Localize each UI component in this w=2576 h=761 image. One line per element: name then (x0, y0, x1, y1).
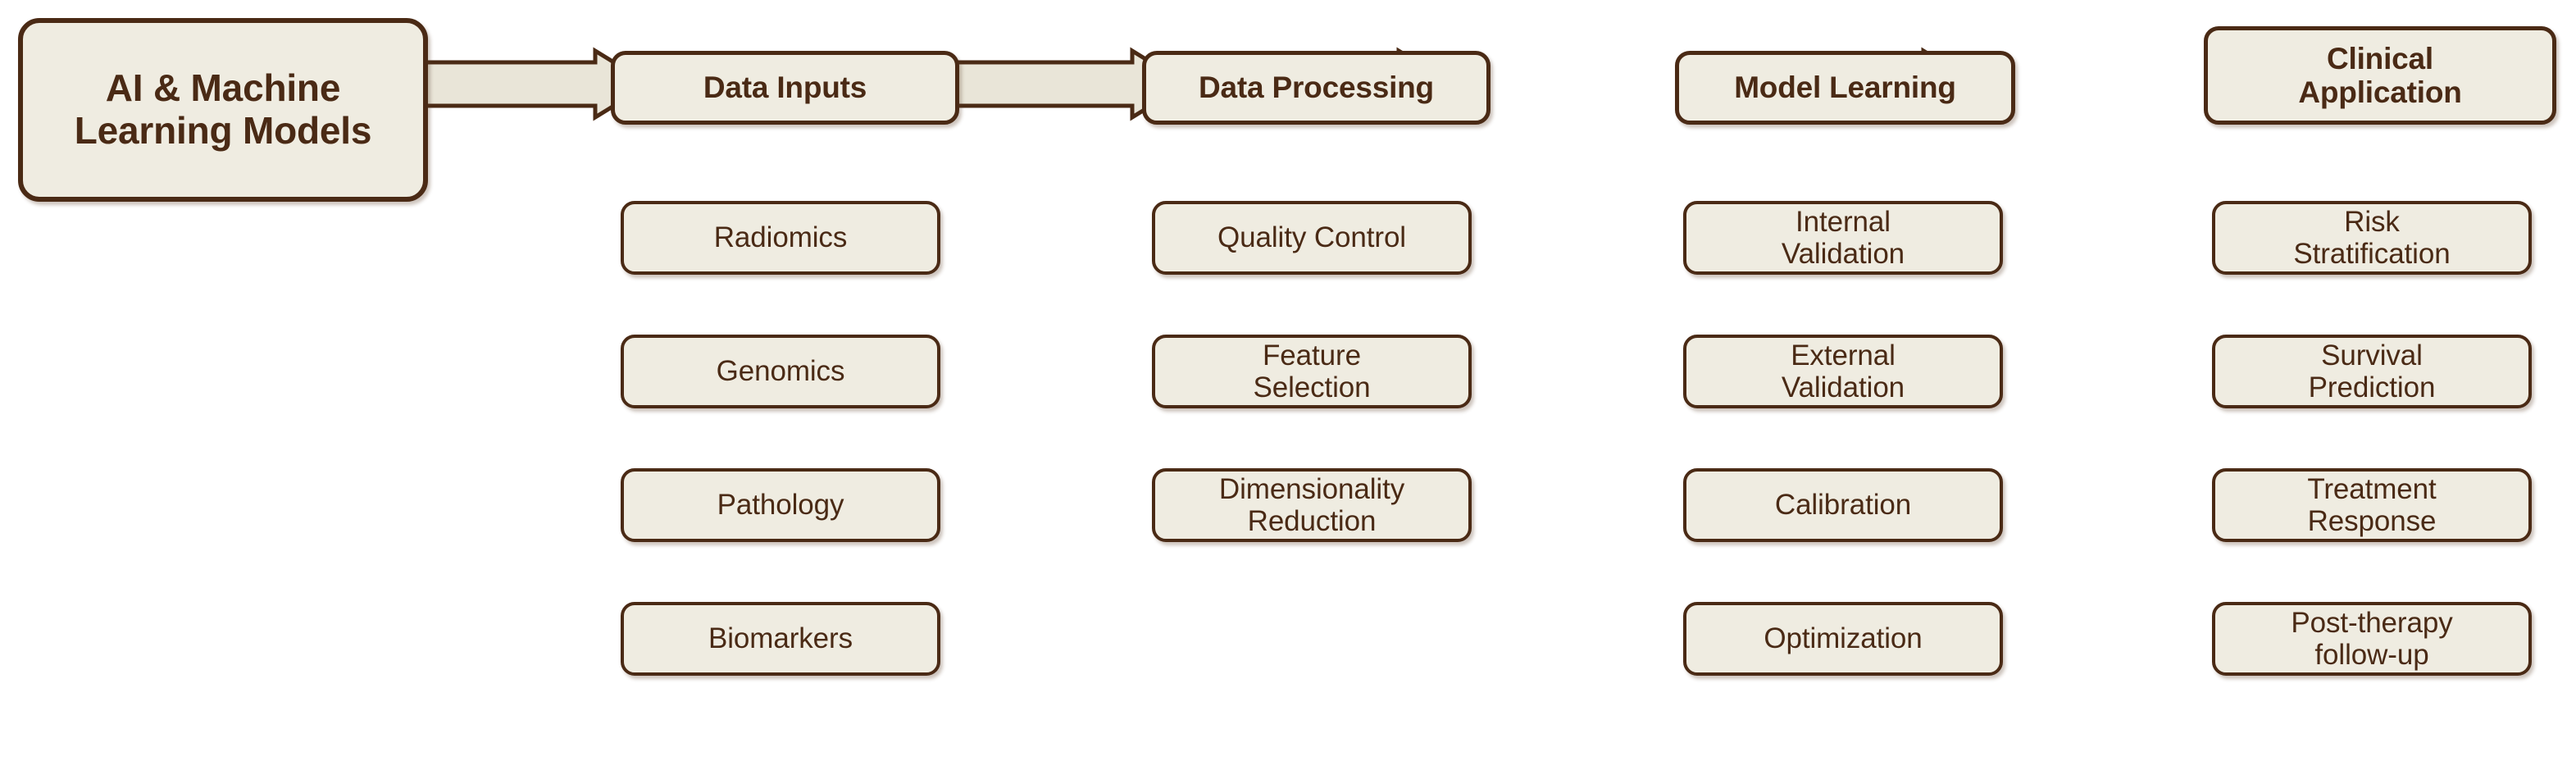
item-post-therapy-follow-up[interactable]: Post-therapy follow-up (2212, 602, 2532, 676)
item-label: Radiomics (713, 221, 848, 254)
stage-label: Data Processing (1199, 71, 1434, 105)
stage-label: Model Learning (1734, 71, 1956, 105)
stage-header-model-learning[interactable]: Model Learning (1675, 51, 2015, 125)
item-pathology[interactable]: Pathology (621, 468, 940, 542)
item-dimensionality-reduction[interactable]: Dimensionality Reduction (1152, 468, 1472, 542)
item-external-validation[interactable]: External Validation (1683, 335, 2003, 408)
item-label: Quality Control (1217, 221, 1406, 254)
item-biomarkers[interactable]: Biomarkers (621, 602, 940, 676)
item-label: Dimensionality Reduction (1218, 472, 1405, 537)
item-label: External Validation (1781, 339, 1905, 403)
item-label: Biomarkers (708, 622, 853, 655)
item-genomics[interactable]: Genomics (621, 335, 940, 408)
node-label: AI & Machine Learning Models (74, 66, 372, 152)
item-internal-validation[interactable]: Internal Validation (1683, 201, 2003, 275)
item-radiomics[interactable]: Radiomics (621, 201, 940, 275)
item-label: Treatment Response (2307, 472, 2437, 537)
item-calibration[interactable]: Calibration (1683, 468, 2003, 542)
item-label: Optimization (1764, 622, 1923, 655)
item-label: Calibration (1774, 489, 1912, 522)
node-ai-machine-learning-models[interactable]: AI & Machine Learning Models (18, 18, 428, 202)
item-feature-selection[interactable]: Feature Selection (1152, 335, 1472, 408)
item-label: Risk Stratification (2293, 205, 2451, 270)
item-label: Internal Validation (1781, 205, 1905, 270)
item-quality-control[interactable]: Quality Control (1152, 201, 1472, 275)
stage-label: Clinical Application (2298, 41, 2462, 109)
item-label: Genomics (716, 355, 845, 388)
item-optimization[interactable]: Optimization (1683, 602, 2003, 676)
stage-label: Data Inputs (703, 71, 867, 105)
item-label: Feature Selection (1253, 339, 1371, 403)
item-label: Survival Prediction (2308, 339, 2436, 403)
item-label: Pathology (717, 489, 844, 522)
item-risk-stratification[interactable]: Risk Stratification (2212, 201, 2532, 275)
stage-header-data-processing[interactable]: Data Processing (1142, 51, 1491, 125)
item-treatment-response[interactable]: Treatment Response (2212, 468, 2532, 542)
stage-header-clinical-application[interactable]: Clinical Application (2204, 26, 2556, 125)
item-survival-prediction[interactable]: Survival Prediction (2212, 335, 2532, 408)
stage-header-data-inputs[interactable]: Data Inputs (611, 51, 959, 125)
item-label: Post-therapy follow-up (2291, 606, 2453, 671)
